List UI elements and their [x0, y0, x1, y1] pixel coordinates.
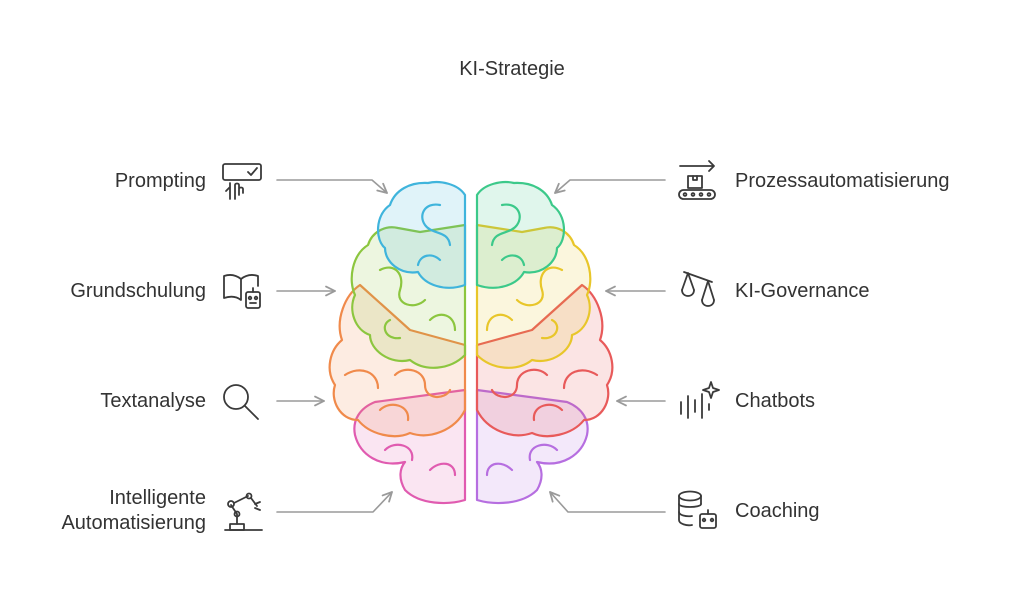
robot-arm-icon — [224, 492, 263, 531]
arrow-prompting — [276, 179, 388, 194]
brain-gyrus — [485, 443, 559, 477]
brain-left-hemisphere — [328, 180, 467, 505]
brain-gyrus — [485, 266, 564, 340]
brain-gyrus — [383, 443, 457, 477]
brain-lobe-left-green — [350, 223, 467, 369]
brain-right-hemisphere — [475, 180, 614, 505]
label-prozessautomatisierung: Prozessautomatisierung — [735, 170, 950, 192]
brain-lobe-right-yellow — [475, 223, 592, 369]
prompt-touch-icon — [222, 163, 262, 200]
arrow-coaching — [549, 491, 666, 513]
brain — [328, 180, 614, 505]
arrows — [276, 179, 666, 513]
voice-sparkle-icon — [680, 381, 720, 419]
brain-gyrus — [490, 203, 526, 267]
label-ki-governance: KI-Governance — [735, 280, 870, 302]
label-coaching: Coaching — [735, 500, 820, 522]
database-robot-icon — [678, 490, 717, 529]
arrow-prozessautomatisierung — [554, 179, 666, 194]
label-grundschulung: Grundschulung — [70, 280, 206, 302]
brain-lobe-right-purple — [475, 388, 589, 505]
conveyor-belt-icon — [678, 160, 716, 200]
brain-lobe-left-pink — [353, 388, 467, 505]
balance-scale-icon — [681, 271, 715, 307]
diagram-title: KI-Strategie — [459, 58, 565, 80]
brain-lobe-right-teal — [475, 180, 565, 289]
label-prompting: Prompting — [114, 170, 206, 192]
magnifier-icon — [223, 384, 259, 420]
brain-lobe-left-blue — [377, 180, 467, 289]
book-robot-icon — [223, 274, 261, 309]
brain-gyrus — [343, 368, 452, 422]
brain-gyrus — [490, 368, 599, 422]
label-textanalyse: Textanalyse — [100, 390, 206, 412]
brain-gyrus — [416, 203, 452, 267]
label-chatbots: Chatbots — [735, 390, 816, 412]
label-intelligente-automatisierung: Intelligente Automatisierung — [61, 487, 206, 534]
arrow-intelligente-automatisierung — [276, 491, 393, 513]
brain-gyrus — [378, 266, 457, 340]
